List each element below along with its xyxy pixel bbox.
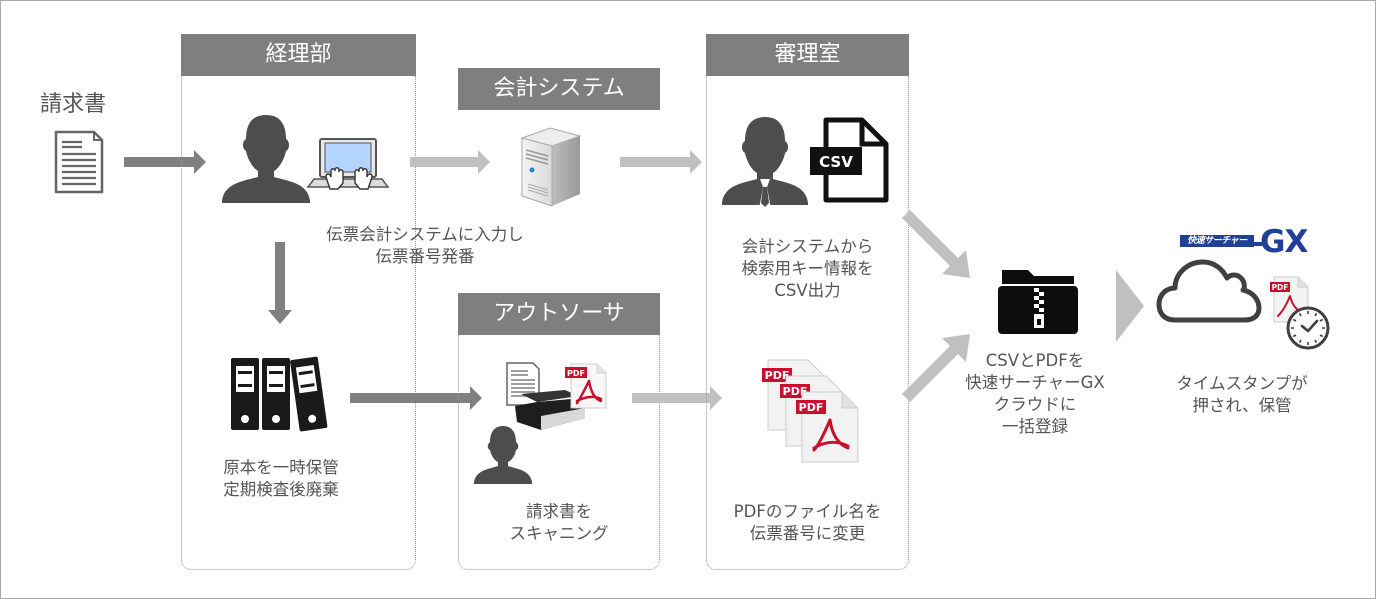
outsourcer-person-icon [474,426,532,484]
arrow-to-cloud [1116,270,1144,342]
lane-header-outsourcer: アウトソーサ [458,293,660,335]
arrow-pdf-to-upload [902,334,970,402]
gx-logo-subtitle: 快速サーチャー [1180,235,1254,247]
storage-caption: 原本を一時保管 定期検査後廃棄 [223,458,339,499]
pdf-label: PDF [765,369,790,382]
lane-header-audit-room: 審理室 [706,34,909,76]
lane-audit-room [706,76,909,570]
scanning-caption: 請求書を スキャニング [509,502,609,543]
laptop-typing-icon [306,138,390,190]
lane-header-accounting-system: 会計システム [458,68,660,110]
timestamped-pdf-icon: PDF [1270,276,1330,350]
lane-header-accounting-dept: 経理部 [181,34,416,76]
csv-output-caption: 会計システムから 検索用キー情報を CSV出力 [741,237,874,300]
invoice-label: 請求書 [40,92,107,117]
pdf-stack-icon: PDF PDF PDF [762,359,859,463]
pdf-label: PDF [799,401,824,414]
binders-icon [231,356,328,432]
pdf-label: PDF [783,385,808,398]
arrow-to-audit-room [620,150,702,174]
gx-logo: 快速サーチャー GX [1180,224,1320,260]
pdf-label: PDF [567,369,585,378]
gx-logo-bar [1254,242,1266,246]
lane-accounting-dept [181,76,416,570]
cloud-caption: タイムスタンプが 押され、保管 [1176,374,1308,415]
gx-logo-text: GX [1260,224,1308,260]
lane-outsourcer [458,335,660,570]
document-icon [54,130,104,194]
zip-folder-icon [998,270,1078,334]
arrow-csv-to-upload [902,210,970,278]
pdf-icon: PDF [565,363,607,409]
cloud-icon [1156,259,1262,323]
pdf-label: PDF [1272,283,1289,292]
scanner-icon [515,390,585,430]
arrow-invoice-to-accounting [124,150,206,174]
csv-label: CSV [819,153,853,171]
pdf-rename-caption: PDFのファイル名を 伝票番号に変更 [733,502,882,543]
person-icon [222,115,310,203]
arrow-down-to-storage [268,242,292,324]
arrow-to-audit-pdf [632,386,722,410]
businessman-icon [722,117,808,213]
accounting-input-caption: 伝票会計システムに入力し 伝票番号発番 [326,225,524,266]
csv-file-icon: CSV [810,117,889,203]
arrow-to-accounting-system [410,150,490,174]
upload-caption: CSVとPDFを 快速サーチャーGX クラウドに 一括登録 [965,351,1105,436]
arrow-to-outsourcer [350,386,482,410]
server-icon [520,127,582,207]
clock-icon [1286,306,1330,350]
